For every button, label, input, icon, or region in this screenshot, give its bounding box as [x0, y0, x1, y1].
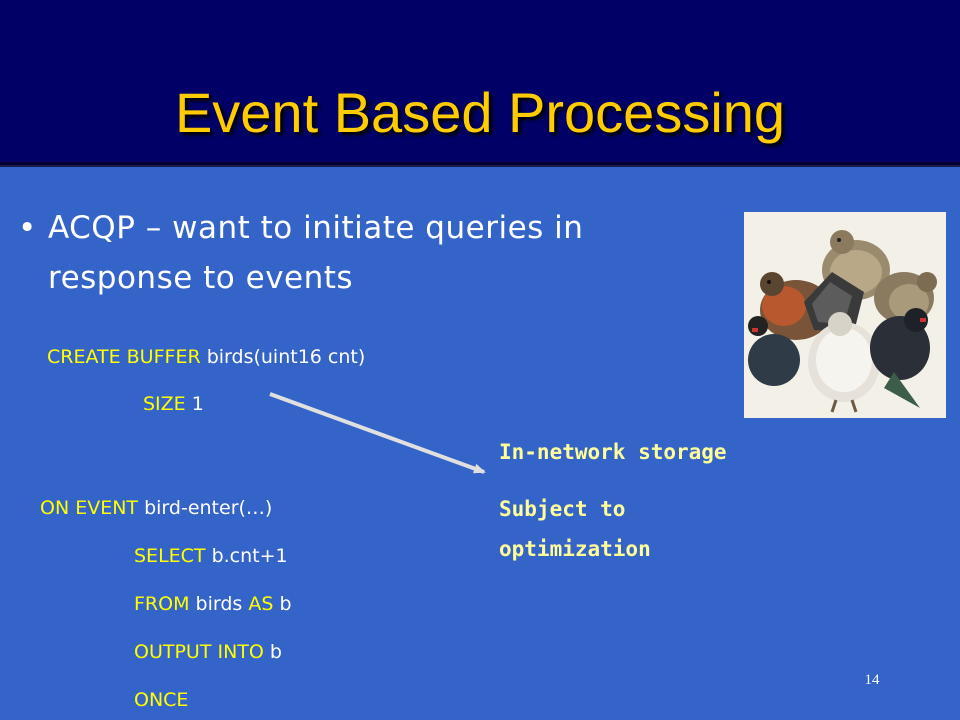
- code-line-select: SELECT b.cnt+1: [134, 544, 288, 568]
- code-text: 1: [185, 393, 204, 415]
- keyword-size: SIZE: [143, 393, 186, 415]
- keyword-from: FROM: [134, 593, 190, 615]
- code-line-once: ONCE: [134, 688, 188, 712]
- code-text: birds: [189, 593, 249, 615]
- code-text: b: [263, 641, 282, 663]
- keyword-create-buffer: CREATE BUFFER: [47, 346, 201, 368]
- bullet-point: • ACQP – want to initiate queries in res…: [18, 203, 738, 303]
- birds-illustration: [744, 212, 946, 418]
- code-line-on-event: ON EVENT bird-enter(…): [40, 496, 272, 520]
- code-line-output-into: OUTPUT INTO b: [134, 640, 282, 664]
- note-in-network-storage: In-network storage: [499, 440, 727, 464]
- code-text: b: [273, 593, 292, 615]
- title-band: [0, 0, 960, 165]
- keyword-select: SELECT: [134, 545, 206, 567]
- bullet-text: ACQP – want to initiate queries in respo…: [48, 210, 584, 296]
- page-number: 14: [864, 672, 880, 688]
- bullet-marker: •: [18, 210, 37, 246]
- keyword-once: ONCE: [134, 689, 189, 711]
- keyword-output-into: OUTPUT INTO: [134, 641, 264, 663]
- note-optimization-line2: optimization: [499, 537, 651, 561]
- code-text: bird-enter(…): [138, 497, 273, 519]
- keyword-on-event: ON EVENT: [40, 497, 139, 519]
- note-optimization-line1: Subject to: [499, 497, 626, 521]
- code-line-from: FROM birds AS b: [134, 592, 292, 616]
- code-line-create-buffer: CREATE BUFFER birds(uint16 cnt): [47, 345, 365, 369]
- slide-title: Event Based Processing: [174, 81, 786, 144]
- keyword-as: AS: [248, 593, 274, 615]
- code-text: b.cnt+1: [205, 545, 288, 567]
- code-text: birds(uint16 cnt): [200, 346, 366, 368]
- code-line-size: SIZE 1: [143, 392, 204, 416]
